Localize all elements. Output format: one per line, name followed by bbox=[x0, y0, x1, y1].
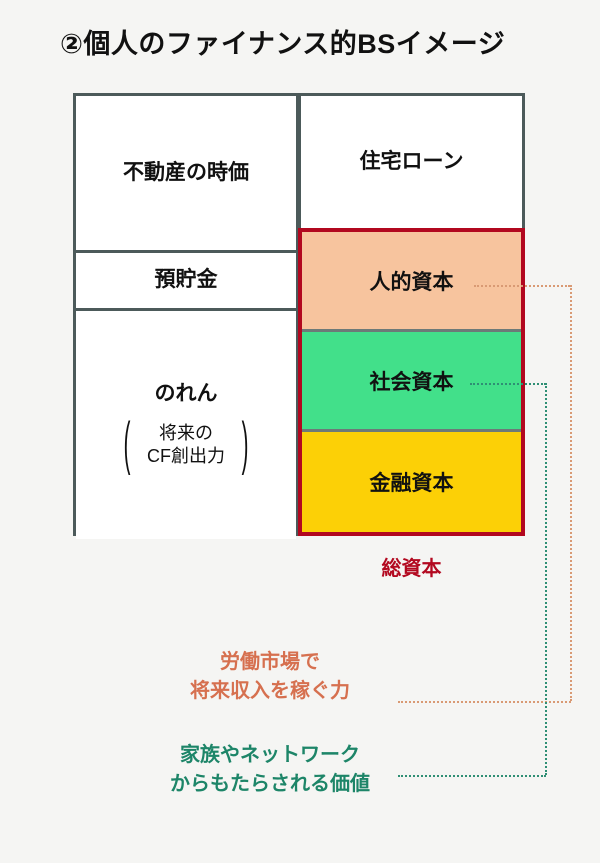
goodwill-subtitle-line-1: 将来の bbox=[159, 422, 213, 443]
goodwill-subtitle-line-2: CF創出力 bbox=[147, 446, 225, 467]
paren-left-glyph: ( bbox=[123, 411, 131, 478]
asset-label-savings: 預貯金 bbox=[154, 268, 218, 292]
capital-label-financial: 金融資本 bbox=[369, 472, 454, 495]
goodwill-subtitle: ( 将来の CF創出力 ) bbox=[121, 412, 251, 478]
balance-sheet-diagram: 不動産の時価 預貯金 のれん ( 将来の CF創出力 ) 住宅ローン bbox=[73, 93, 525, 539]
capital-label-human: 人的資本 bbox=[369, 270, 454, 294]
liability-label-mortgage: 住宅ローン bbox=[359, 149, 464, 173]
assets-column: 不動産の時価 預貯金 のれん ( 将来の CF創出力 ) bbox=[73, 93, 299, 539]
asset-label-real-estate: 不動産の時価 bbox=[123, 160, 249, 184]
liabilities-capital-column: 住宅ローン 人的資本 社会資本 金融資本 bbox=[298, 93, 525, 536]
annotation-social-capital: 家族やネットワーク からもたらされる価値 bbox=[170, 744, 370, 795]
asset-label-goodwill: のれん bbox=[154, 382, 218, 406]
capital-cell-financial: 金融資本 bbox=[302, 432, 521, 532]
annotation-human-capital: 労働市場で 将来収入を稼ぐ力 bbox=[190, 651, 350, 702]
asset-cell-real-estate: 不動産の時価 bbox=[76, 96, 296, 253]
total-capital-caption: 総資本 bbox=[381, 558, 442, 580]
capital-label-social: 社会資本 bbox=[369, 370, 454, 394]
leader-human-segment-horizontal-bottom bbox=[398, 701, 571, 703]
asset-cell-goodwill: のれん ( 将来の CF創出力 ) bbox=[76, 311, 296, 539]
paren-right-glyph: ) bbox=[241, 411, 249, 478]
asset-cell-savings: 預貯金 bbox=[76, 253, 296, 311]
total-capital-stack: 人的資本 社会資本 金融資本 bbox=[298, 228, 525, 536]
page-title: ②個人のファイナンス的BSイメージ bbox=[60, 29, 506, 59]
leader-social-segment-vertical bbox=[545, 383, 547, 775]
leader-human-segment-vertical bbox=[570, 285, 572, 701]
leader-social-segment-horizontal-bottom bbox=[398, 775, 546, 777]
capital-cell-human: 人的資本 bbox=[302, 232, 521, 332]
capital-cell-social: 社会資本 bbox=[302, 332, 521, 432]
liability-cell-mortgage: 住宅ローン bbox=[298, 93, 525, 231]
